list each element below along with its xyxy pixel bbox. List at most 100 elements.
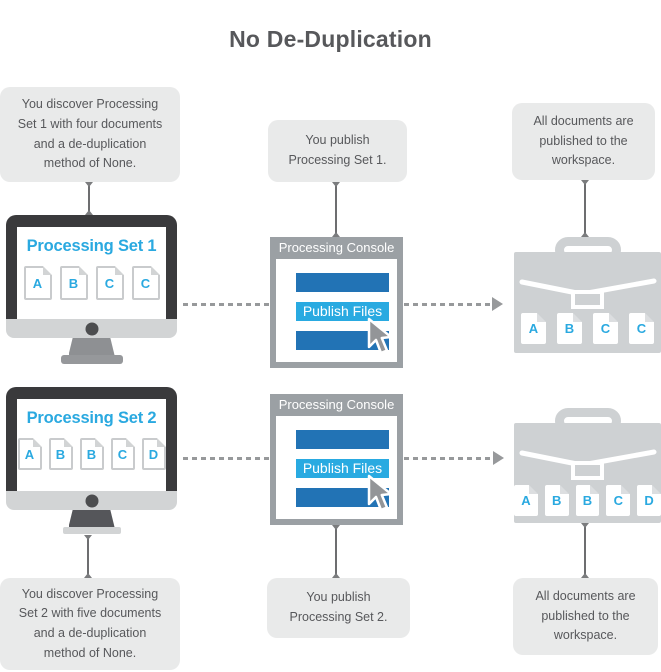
document-letter: B: [68, 275, 79, 291]
document-icon: B: [544, 485, 569, 516]
camera-dot-icon: [85, 494, 98, 507]
publish-files-button: Publish Files: [296, 302, 389, 321]
connector-line: [581, 180, 589, 237]
note-publish-set1: You publish Processing Set 1.: [268, 120, 407, 182]
briefcase-flap: [519, 449, 657, 480]
briefcase-body: A B C C: [514, 252, 661, 353]
diagram-title: No De-Duplication: [229, 26, 432, 52]
document-letter: C: [636, 321, 647, 336]
document-icon: B: [79, 438, 104, 470]
monitor-bezel: Processing Set 1 A B C C: [6, 215, 177, 319]
document-icon: D: [637, 485, 661, 516]
document-letter: D: [148, 446, 159, 462]
arrow-right-icon: [493, 451, 504, 465]
monitor-bezel: Processing Set 2 A B B C D: [6, 387, 177, 491]
monitor-stand: [68, 510, 115, 527]
document-icon: C: [110, 438, 135, 470]
folded-corner-icon: [528, 485, 538, 494]
monitor-icon-set2: Processing Set 2 A B B C D: [6, 387, 177, 534]
document-letter: C: [613, 493, 623, 508]
screen-title-set2: Processing Set 2: [26, 409, 157, 427]
connector-line: [84, 535, 92, 578]
folded-corner-icon: [559, 485, 569, 494]
briefcase-body: A B B C D: [514, 423, 661, 523]
camera-dot-icon: [85, 322, 98, 335]
console-title: Processing Console: [278, 240, 395, 255]
document-letter: A: [521, 493, 531, 508]
processing-console-window-set1: Processing Console Publish Files: [270, 237, 403, 368]
connector-line: [332, 525, 340, 578]
arrow-right-icon: [492, 297, 503, 311]
document-icon: A: [17, 438, 42, 470]
folded-corner-icon: [114, 266, 124, 275]
dashed-flow-line: [183, 457, 269, 460]
document-letter: B: [552, 493, 562, 508]
folded-corner-icon: [645, 313, 654, 322]
dashed-flow-line: [404, 303, 492, 306]
connector-line: [332, 182, 340, 237]
document-icon: B: [59, 266, 88, 300]
document-icon: C: [131, 266, 160, 300]
folded-corner-icon: [621, 485, 631, 494]
folded-corner-icon: [537, 313, 546, 322]
note-discover-set2: You discover Processing Set 2 with five …: [0, 578, 180, 670]
note-discover-set1: You discover Processing Set 1 with four …: [0, 87, 180, 182]
document-icon: C: [629, 313, 654, 344]
document-letter: C: [104, 275, 115, 291]
document-icon: C: [95, 266, 124, 300]
monitor-chin: [6, 491, 177, 510]
document-letter: B: [86, 446, 97, 462]
console-row-bar: [296, 488, 389, 507]
publish-files-button: Publish Files: [296, 459, 389, 478]
document-letter: C: [117, 446, 128, 462]
document-icon: B: [575, 485, 600, 516]
connector-line: [85, 182, 93, 215]
document-letter: B: [55, 446, 66, 462]
folded-corner-icon: [609, 313, 618, 322]
processing-console-window-set2: Processing Console Publish Files: [270, 394, 403, 525]
folded-corner-icon: [150, 266, 160, 275]
monitor-stand: [68, 338, 115, 355]
console-title: Processing Console: [278, 397, 395, 412]
note-workspace-set1: All documents are published to the works…: [512, 103, 655, 180]
document-list: A B C C: [17, 266, 166, 300]
connector-line: [581, 523, 589, 578]
document-letter: C: [600, 321, 611, 336]
cursor-icon: [367, 474, 393, 512]
folded-corner-icon: [125, 438, 135, 447]
note-workspace-set2: All documents are published to the works…: [513, 578, 658, 655]
monitor-screen: Processing Set 2 A B B C D: [17, 399, 166, 491]
document-letter: A: [32, 275, 43, 291]
folded-corner-icon: [42, 266, 52, 275]
document-letter: C: [140, 275, 151, 291]
folded-corner-icon: [32, 438, 42, 447]
monitor-chin: [6, 319, 177, 338]
document-icon: A: [514, 485, 538, 516]
document-list: A B C C: [514, 313, 661, 344]
dashed-flow-line: [183, 303, 269, 306]
document-list: A B B C D: [514, 485, 661, 516]
folded-corner-icon: [156, 438, 166, 447]
monitor-base: [60, 355, 123, 364]
briefcase-icon-set2: A B B C D: [514, 408, 661, 523]
document-icon: A: [23, 266, 52, 300]
document-letter: B: [564, 321, 575, 336]
document-icon: C: [593, 313, 618, 344]
cursor-icon: [367, 317, 393, 355]
folded-corner-icon: [573, 313, 582, 322]
document-letter: D: [644, 493, 654, 508]
folded-corner-icon: [651, 485, 661, 494]
monitor-screen: Processing Set 1 A B C C: [17, 227, 166, 319]
folded-corner-icon: [590, 485, 600, 494]
document-letter: A: [24, 446, 35, 462]
folded-corner-icon: [94, 438, 104, 447]
document-icon: B: [48, 438, 73, 470]
note-publish-set2: You publish Processing Set 2.: [267, 578, 410, 638]
dashed-flow-line: [404, 457, 493, 460]
document-letter: B: [582, 493, 593, 508]
console-body: Publish Files: [276, 259, 397, 362]
console-row-bar: [296, 331, 389, 350]
briefcase-icon-set1: A B C C: [514, 237, 661, 353]
console-row-bar: [296, 273, 389, 292]
